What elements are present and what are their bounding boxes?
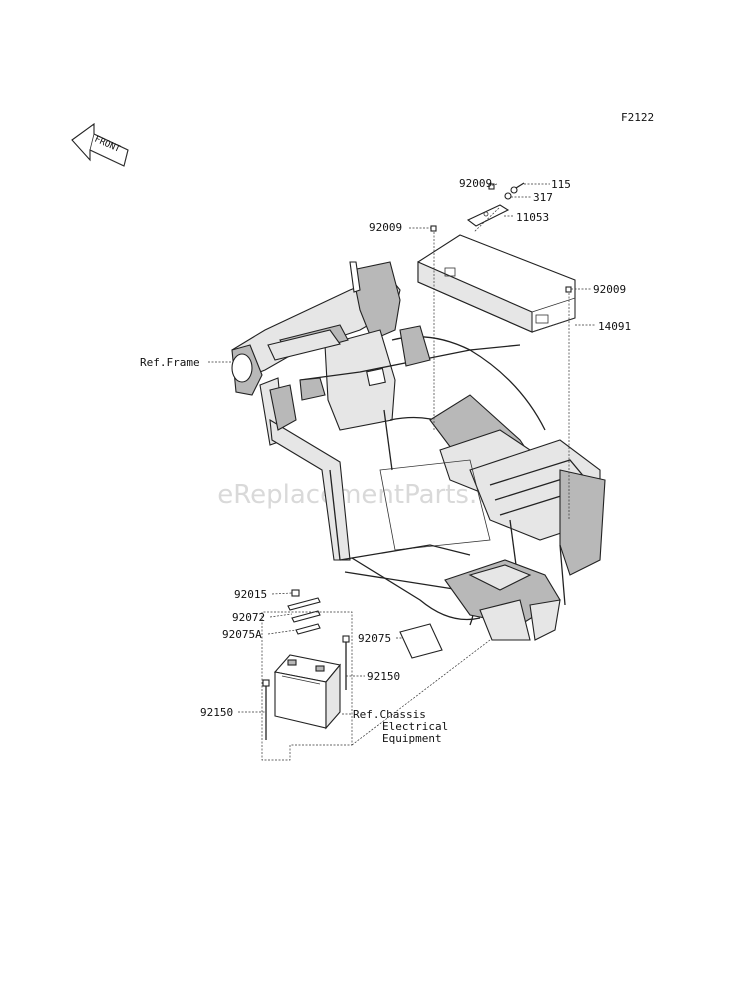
- figure-code: F2122: [621, 111, 654, 124]
- callout-11053: 11053: [516, 211, 549, 224]
- frame-assembly: [231, 261, 606, 641]
- pad-92075: [399, 623, 443, 659]
- callout-92015: 92015: [234, 588, 267, 601]
- callout-ref-frame: Ref.Frame: [140, 356, 200, 369]
- hold-down-parts: [287, 589, 321, 635]
- callout-ref-chassis-3: Equipment: [382, 732, 442, 745]
- callout-115: 115: [551, 178, 571, 191]
- callout-317: 317: [533, 191, 553, 204]
- callout-92009-top: 92009: [459, 177, 492, 190]
- callout-ref-chassis-2: Electrical: [382, 720, 448, 733]
- battery: [273, 654, 342, 730]
- callout-92009-right: 92009: [593, 283, 626, 296]
- bracket-11053: [466, 204, 510, 227]
- callout-92075A: 92075A: [222, 628, 262, 641]
- callout-92075: 92075: [358, 632, 391, 645]
- callout-92009-left: 92009: [369, 221, 402, 234]
- callout-92072: 92072: [232, 611, 265, 624]
- callout-92150-left: 92150: [200, 706, 233, 719]
- bolt-92150-left: [262, 679, 270, 740]
- clip-92009-left: [430, 225, 437, 232]
- clip-92009-top: [488, 183, 495, 190]
- callout-ref-chassis-1: Ref.Chassis: [353, 708, 426, 721]
- bolt-92150-right: [342, 635, 350, 690]
- washer-317: [504, 192, 512, 200]
- cover-panel-14091: [417, 234, 576, 333]
- clip-92009-right: [565, 286, 572, 293]
- bolt-115: [510, 182, 525, 194]
- callout-14091: 14091: [598, 320, 631, 333]
- front-arrow-icon: FRONT: [71, 122, 129, 167]
- callout-92150-right: 92150: [367, 670, 400, 683]
